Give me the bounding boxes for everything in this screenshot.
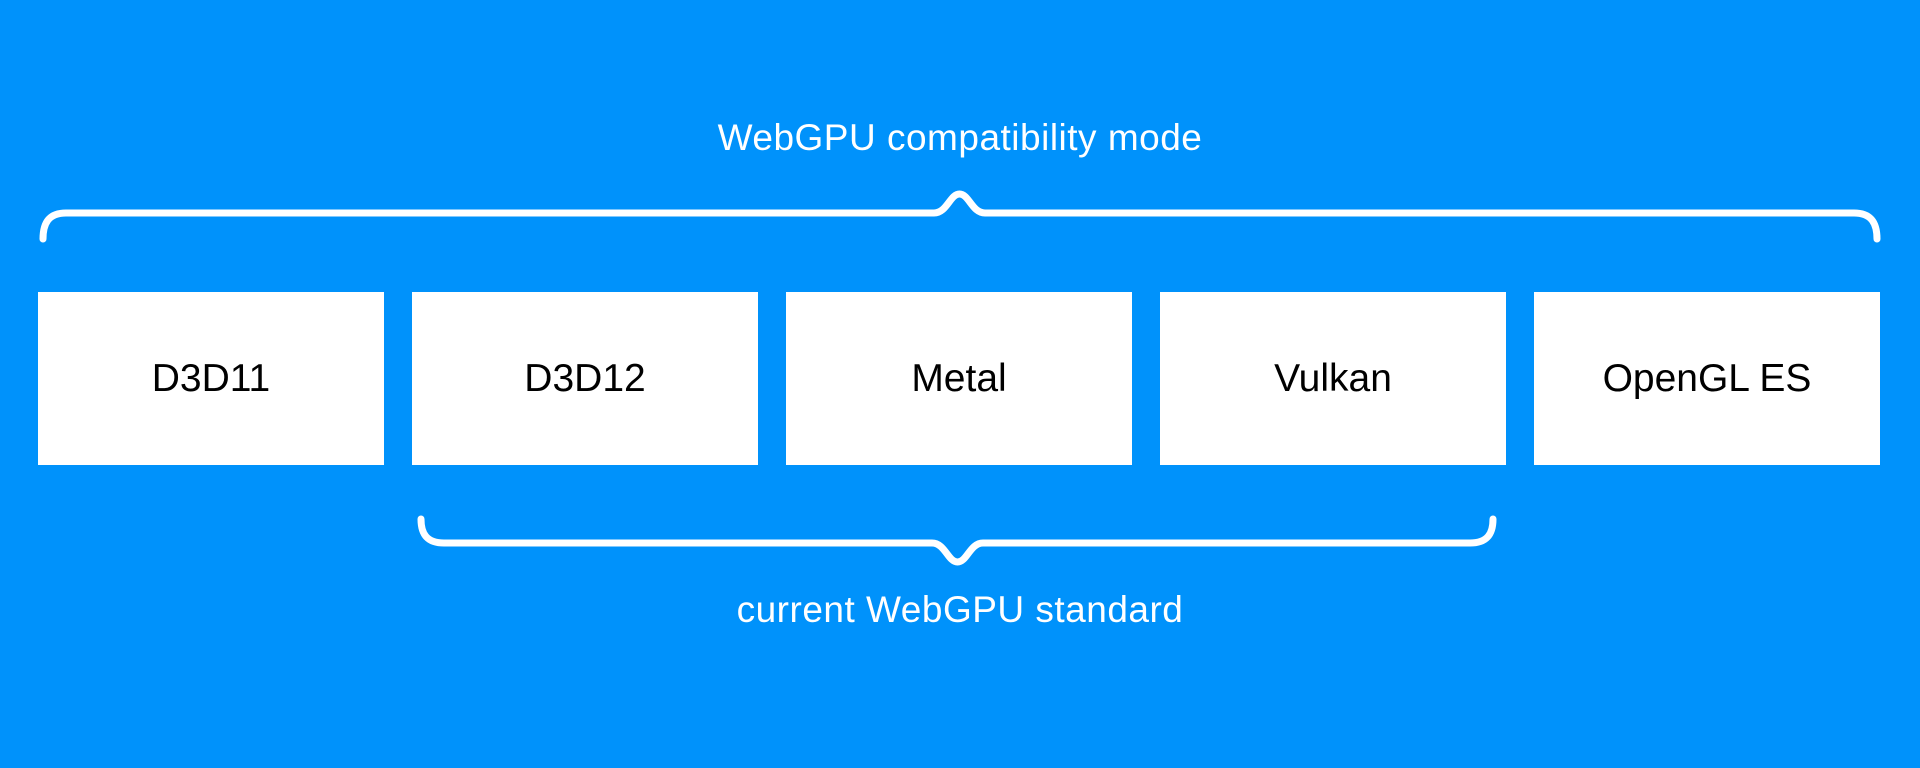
api-boxes-row: D3D11 D3D12 Metal Vulkan OpenGL ES <box>38 292 1880 465</box>
bottom-caption: current WebGPU standard <box>736 589 1184 630</box>
api-box-label: D3D11 <box>151 356 271 400</box>
api-box-vulkan: Vulkan <box>1160 292 1506 465</box>
api-box-label: OpenGL ES <box>1602 356 1812 400</box>
api-box-label: Metal <box>911 356 1007 400</box>
api-box-opengl-es: OpenGL ES <box>1534 292 1880 465</box>
api-box-d3d11: D3D11 <box>38 292 384 465</box>
bottom-brace-icon <box>417 515 1497 566</box>
api-box-d3d12: D3D12 <box>412 292 758 465</box>
api-box-label: D3D12 <box>524 356 646 400</box>
top-brace-icon <box>39 190 1881 243</box>
top-caption: WebGPU compatibility mode <box>717 117 1203 158</box>
api-box-label: Vulkan <box>1274 356 1392 400</box>
api-box-metal: Metal <box>786 292 1132 465</box>
